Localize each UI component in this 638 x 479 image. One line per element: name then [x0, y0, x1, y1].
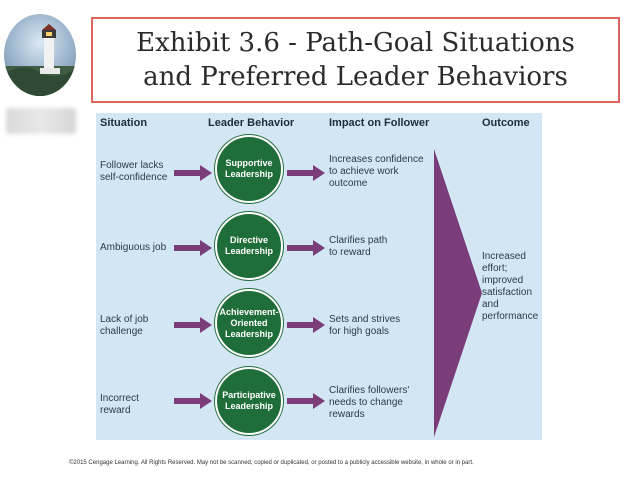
arrow-icon [287, 240, 325, 256]
impact-2: Clarifies path to reward [329, 235, 388, 258]
header-outcome: Outcome [482, 117, 530, 129]
impact-4: Clarifies followers' needs to change rew… [329, 385, 410, 420]
title-line-1: Exhibit 3.6 - Path-Goal Situations [136, 28, 575, 58]
lighthouse-logo-icon [4, 14, 76, 96]
behavior-circle-1: Supportive Leadership [215, 135, 283, 203]
situation-3: Lack of job challenge [100, 314, 149, 337]
behavior-label-1: Supportive Leadership [224, 158, 273, 179]
arrow-icon [287, 165, 325, 181]
arrow-icon [287, 393, 325, 409]
situation-2: Ambiguous job [100, 242, 167, 253]
behavior-circle-2: Directive Leadership [215, 212, 283, 280]
diagram-panel: Situation Leader Behavior Impact on Foll… [96, 113, 542, 440]
impact-1: Increases confidence to achieve work out… [329, 154, 424, 189]
arrow-icon [174, 165, 212, 181]
behavior-circle-4: Participative Leadership [215, 367, 283, 435]
copyright-footer: ©2015 Cengage Learning. All Rights Reser… [69, 460, 474, 466]
outcome-text: Increased effort; improved satisfaction … [482, 251, 539, 322]
header-leader-behavior: Leader Behavior [208, 117, 295, 129]
behavior-label-4: Participative Leadership [222, 390, 276, 411]
header-impact: Impact on Follower [329, 117, 430, 129]
arrow-icon [174, 240, 212, 256]
blurred-label [6, 108, 76, 134]
header-situation: Situation [100, 117, 148, 129]
impact-3: Sets and strives for high goals [329, 314, 401, 337]
title-line-2: and Preferred Leader Behaviors [143, 62, 568, 92]
arrow-icon [174, 393, 212, 409]
situation-4: Incorrect reward [100, 393, 139, 416]
title-box: Exhibit 3.6 - Path-Goal Situations and P… [91, 17, 620, 103]
behavior-label-2: Directive Leadership [224, 235, 273, 256]
behavior-circle-3: Achievement- Oriented Leadership [215, 289, 283, 357]
converging-arrow-icon [434, 149, 482, 437]
arrow-icon [174, 317, 212, 333]
arrow-icon [287, 317, 325, 333]
situation-1: Follower lacks self-confidence [100, 160, 168, 183]
behavior-label-3: Achievement- Oriented Leadership [219, 306, 279, 339]
